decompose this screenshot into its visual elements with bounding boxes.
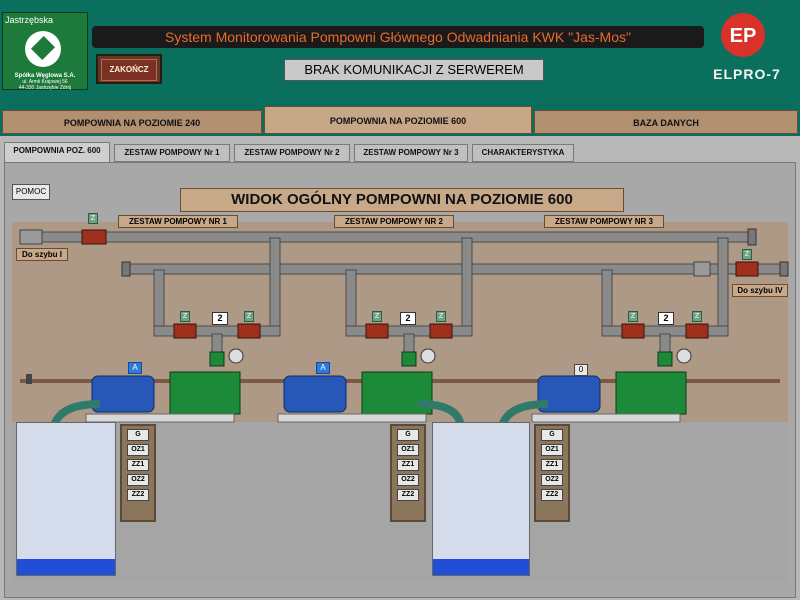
valve-z-indicator: Z xyxy=(180,311,190,322)
pump-set-3-value: 2 xyxy=(658,312,674,325)
elpro-logo-icon: EP xyxy=(721,13,765,57)
status-oz1: OZ1 xyxy=(541,444,563,456)
help-button[interactable]: POMOC xyxy=(12,184,50,200)
valve-z-indicator: Z xyxy=(742,249,752,260)
subtab-pump-set-2[interactable]: ZESTAW POMPOWY Nr 2 xyxy=(234,144,350,162)
status-oz1: OZ1 xyxy=(127,444,149,456)
svg-text:EP: EP xyxy=(730,25,757,47)
valve-z-indicator: Z xyxy=(628,311,638,322)
status-zz1: ZZ1 xyxy=(541,459,563,471)
subtab-pump-set-3[interactable]: ZESTAW POMPOWY Nr 3 xyxy=(354,144,468,162)
status-zz1: ZZ1 xyxy=(127,459,149,471)
machine-bases xyxy=(85,413,681,423)
tab-database[interactable]: BAZA DANYCH xyxy=(534,110,798,134)
discharge-main-lower xyxy=(121,261,789,277)
sump-right xyxy=(432,422,530,576)
logo-address-line-2: 44-330 Jastrzębie Zdrój xyxy=(18,85,72,91)
exit-button[interactable]: ZAKOŃCZ xyxy=(96,54,162,84)
company-logo: Jastrzębska Spółka Węglowa S.A. ul. Armi… xyxy=(2,12,88,91)
valve-z-indicator: Z xyxy=(88,213,98,224)
status-panel-set-3: G OZ1 ZZ1 OZ2 ZZ2 xyxy=(534,424,570,522)
mining-emblem-icon xyxy=(25,31,61,67)
valves xyxy=(81,229,759,339)
pressure-gauges xyxy=(228,348,692,364)
check-valves xyxy=(209,351,673,367)
status-oz2: OZ2 xyxy=(397,474,419,486)
server-status-message: BRAK KOMUNIKACJI Z SERWEREM xyxy=(284,59,544,81)
valve-z-indicator: Z xyxy=(244,311,254,322)
view-title: WIDOK OGÓLNY POMPOWNI NA POZIOMIE 600 xyxy=(180,188,624,212)
motors xyxy=(91,375,601,413)
exit-button-label: ZAKOŃCZ xyxy=(101,59,157,81)
valve-z-indicator: Z xyxy=(436,311,446,322)
motor-2-mode-badge: A xyxy=(316,362,330,374)
status-oz2: OZ2 xyxy=(541,474,563,486)
water-level-left xyxy=(17,559,115,575)
system-title: System Monitorowania Pompowni Głównego O… xyxy=(92,26,704,48)
water-level-right xyxy=(433,559,529,575)
logo-address-line-1: ul. Armii Krajowej 56 xyxy=(22,79,68,85)
status-oz2: OZ2 xyxy=(127,474,149,486)
motor-3-mode-badge: 0 xyxy=(574,364,588,376)
pump-set-2-value: 2 xyxy=(400,312,416,325)
sump-left xyxy=(16,422,116,576)
pump-set-1-label: ZESTAW POMPOWY NR 1 xyxy=(118,215,238,228)
logo-name: Jastrzębska xyxy=(5,15,54,25)
valve-z-indicator: Z xyxy=(372,311,382,322)
pump-set-3-label: ZESTAW POMPOWY NR 3 xyxy=(544,215,664,228)
discharge-main-upper xyxy=(19,228,757,246)
status-g: G xyxy=(127,429,149,441)
subtab-characteristics[interactable]: CHARAKTERYSTYKA xyxy=(472,144,574,162)
pump-set-2-label: ZESTAW POMPOWY NR 2 xyxy=(334,215,454,228)
status-panel-set-2: G OZ1 ZZ1 OZ2 ZZ2 xyxy=(390,424,426,522)
shaft-1-label: Do szybu I xyxy=(16,248,68,261)
brand-name: ELPRO-7 xyxy=(713,66,781,82)
logo-company: Spółka Węglowa S.A. xyxy=(14,73,76,79)
main-tab-bar: POMPOWNIA NA POZIOMIE 240 POMPOWNIA NA P… xyxy=(0,106,800,136)
header-bar xyxy=(0,0,800,104)
pump-units xyxy=(169,371,687,415)
status-oz1: OZ1 xyxy=(397,444,419,456)
valve-z-indicator: Z xyxy=(692,311,702,322)
status-g: G xyxy=(541,429,563,441)
status-zz2: ZZ2 xyxy=(541,489,563,501)
shaft-4-label: Do szybu IV xyxy=(732,284,788,297)
logo-address: Spółka Węglowa S.A. ul. Armii Krajowej 5… xyxy=(7,73,83,91)
tab-level-240[interactable]: POMPOWNIA NA POZIOMIE 240 xyxy=(2,110,262,134)
status-zz2: ZZ2 xyxy=(397,489,419,501)
status-zz1: ZZ1 xyxy=(397,459,419,471)
status-g: G xyxy=(397,429,419,441)
tab-level-600[interactable]: POMPOWNIA NA POZIOMIE 600 xyxy=(264,106,532,134)
status-panel-set-1: G OZ1 ZZ1 OZ2 ZZ2 xyxy=(120,424,156,522)
pump-set-1-value: 2 xyxy=(212,312,228,325)
motor-1-mode-badge: A xyxy=(128,362,142,374)
subtab-station-600[interactable]: POMPOWNIA POZ. 600 xyxy=(4,142,110,162)
subtab-pump-set-1[interactable]: ZESTAW POMPOWY Nr 1 xyxy=(114,144,230,162)
status-zz2: ZZ2 xyxy=(127,489,149,501)
